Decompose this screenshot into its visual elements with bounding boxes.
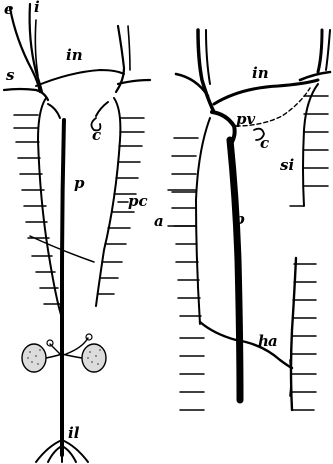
- right-vessel-top-right: [318, 30, 322, 72]
- right-ha-branch: [200, 322, 292, 368]
- right-lower-right-vessel: [291, 258, 296, 410]
- right-vessel-top-right2: [326, 30, 330, 70]
- left-organ-small-right: [86, 334, 92, 340]
- left-inner-left: [48, 104, 60, 118]
- left-inner-right: [96, 102, 108, 116]
- label-i: i: [34, 0, 40, 15]
- right-body-outline-right: [303, 84, 318, 206]
- right-vessel-top-left2: [206, 30, 210, 84]
- right-figure: [118, 30, 330, 410]
- label-a-left-pointer: a: [154, 214, 164, 229]
- right-main-vessel-p: [230, 140, 240, 400]
- label-pc: pc: [128, 194, 148, 209]
- left-vessel-right-top2: [128, 26, 130, 70]
- label-e: e: [4, 2, 14, 17]
- label-c-right: c: [260, 136, 269, 151]
- left-central-vessel: [62, 120, 64, 455]
- right-vessel-right-branch: [300, 72, 330, 80]
- left-organ-stalk2: [50, 338, 88, 354]
- left-organ-small-left: [47, 340, 53, 346]
- label-c-left: c: [92, 128, 101, 143]
- left-organ-left: [22, 344, 46, 372]
- label-si: si: [280, 158, 294, 173]
- label-ha-a: a: [268, 334, 278, 349]
- label-pv: pv: [236, 112, 255, 127]
- right-ribs-left: [172, 138, 204, 410]
- left-organ-right: [82, 344, 106, 372]
- label-in-right: in: [252, 66, 269, 81]
- right-body-outline-left: [196, 118, 210, 324]
- left-figure: [4, 4, 150, 462]
- label-il: il: [68, 426, 79, 441]
- left-body-outline-left: [38, 98, 62, 318]
- label-p-left: p: [74, 176, 85, 191]
- left-vessel-in: [36, 70, 124, 86]
- right-vessel-in: [214, 80, 318, 104]
- label-p-right: p: [234, 212, 245, 227]
- label-in-left: in: [66, 48, 83, 63]
- label-s: s: [6, 68, 14, 83]
